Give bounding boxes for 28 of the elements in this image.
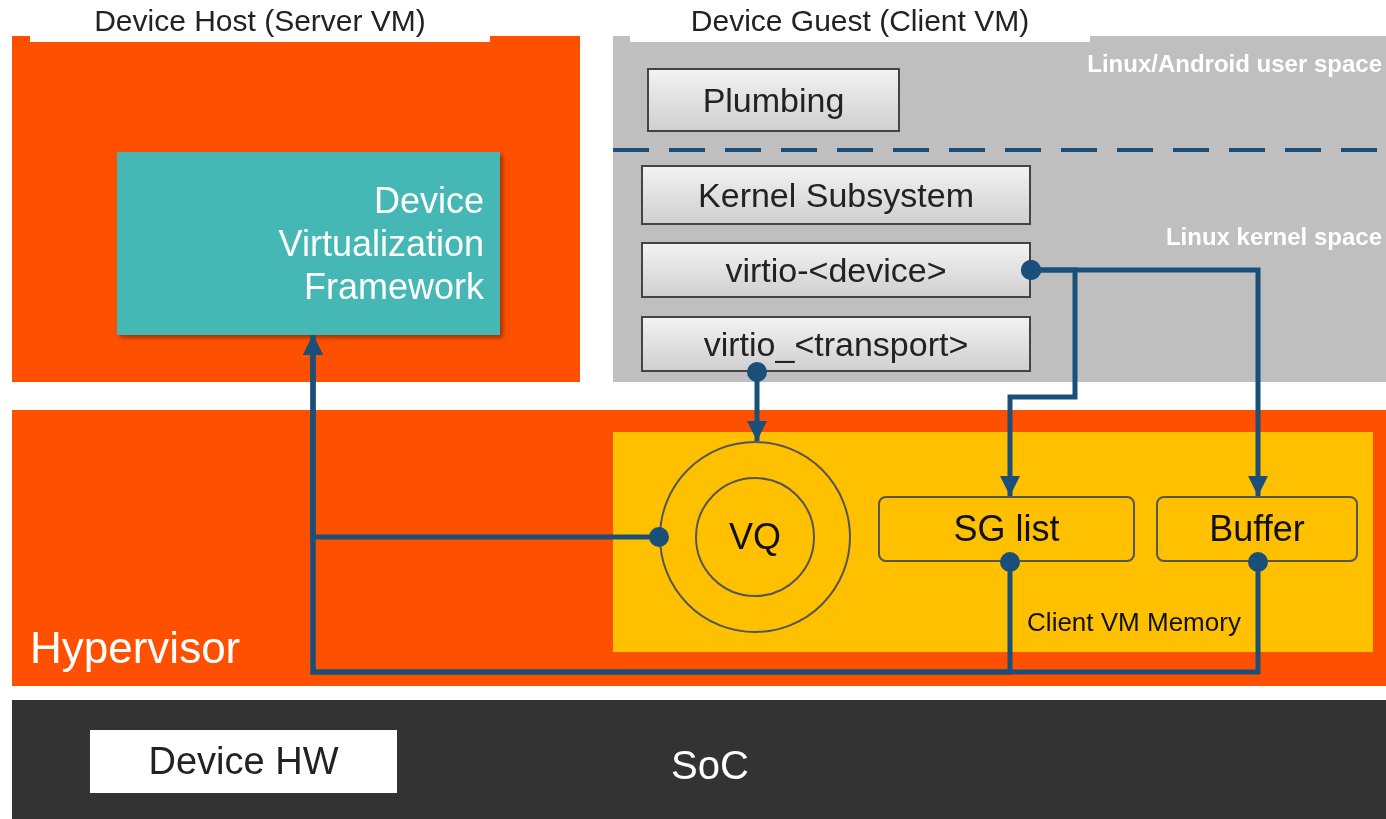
box-label: SG list [952, 507, 1061, 552]
box-label: Kernel Subsystem [697, 174, 975, 216]
component-box [641, 165, 1031, 225]
band-label: SoC [670, 742, 750, 789]
memory-region [613, 432, 1373, 652]
region-label: Client VM Memory [1026, 606, 1242, 640]
soc-band [12, 700, 1386, 819]
layer-label: Linux kernel space [1164, 221, 1382, 252]
box-label: Buffer [1208, 507, 1306, 552]
connector-arrow [303, 335, 1268, 675]
component-box [647, 68, 900, 132]
component-box [641, 242, 1031, 298]
component-box [641, 316, 1031, 372]
layer-label: Linux/Android user space [1086, 48, 1382, 79]
band-label: Hypervisor [30, 621, 242, 674]
hypervisor-band [12, 410, 1386, 686]
connector-arrow [1021, 260, 1268, 496]
framework-box [117, 152, 500, 335]
node-label: VQ [728, 515, 782, 560]
memory-box [878, 496, 1135, 562]
hardware-box [90, 730, 397, 793]
connector-arrow [747, 362, 767, 441]
box-label: Device Virtualization Framework [277, 178, 484, 310]
memory-box [1156, 496, 1358, 562]
box-label: virtio_<transport> [702, 323, 970, 365]
box-label: virtio-<device> [724, 249, 948, 291]
box-label: Device HW [147, 738, 340, 784]
box-label: Plumbing [701, 79, 846, 121]
